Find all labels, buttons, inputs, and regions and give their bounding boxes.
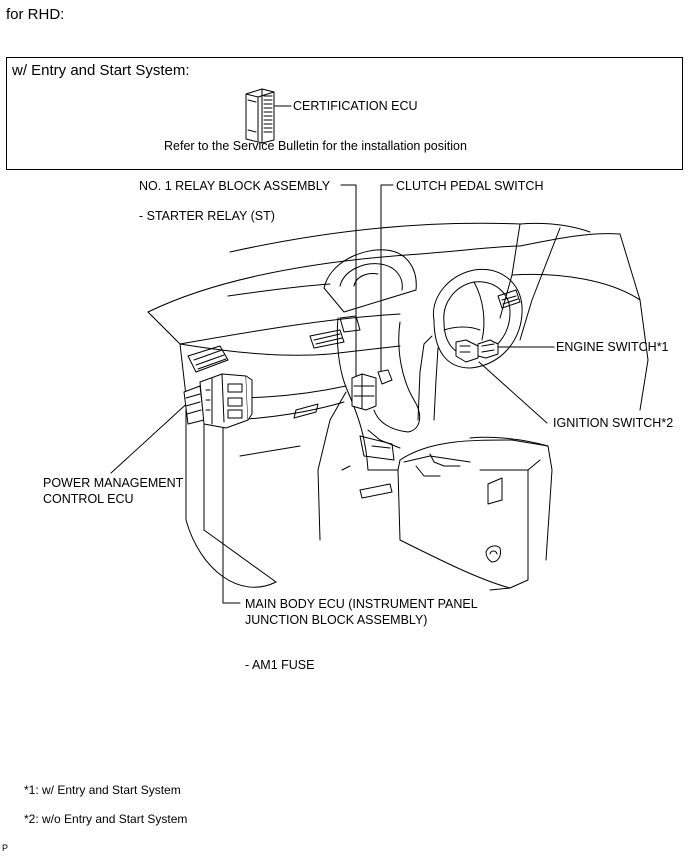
main-body-ecu-label-line1: MAIN BODY ECU (INSTRUMENT PANEL — [245, 597, 478, 611]
footnote-1: *1: w/ Entry and Start System — [24, 783, 181, 797]
main-body-ecu-label-line2: JUNCTION BLOCK ASSEMBLY) — [245, 613, 428, 627]
power-management-label-line2: CONTROL ECU — [43, 492, 134, 506]
certification-ecu-label: CERTIFICATION ECU — [293, 99, 418, 113]
windshield-outline — [148, 223, 620, 312]
relay-block-leader — [341, 185, 356, 377]
starter-relay-label: - STARTER RELAY (ST) — [139, 209, 275, 223]
glove-box — [232, 402, 392, 498]
ignition-switch-leader — [479, 362, 547, 423]
center-console — [318, 318, 552, 590]
switch-cluster — [456, 340, 498, 362]
corner-mark: P — [2, 843, 9, 853]
dashboard-top — [148, 284, 400, 587]
power-mgmt-leader — [111, 398, 193, 473]
certification-ecu-icon — [246, 89, 274, 143]
relay-block-label: NO. 1 RELAY BLOCK ASSEMBLY — [139, 179, 331, 193]
main-body-ecu-leader — [223, 427, 240, 603]
relay-block — [352, 370, 392, 410]
engine-switch-label: ENGINE SWITCH*1 — [556, 340, 669, 354]
entry-start-system-box — [6, 57, 683, 170]
clutch-switch-leader — [381, 185, 393, 376]
ignition-switch-label: IGNITION SWITCH*2 — [553, 416, 674, 430]
instrument-cluster — [324, 250, 416, 312]
main-body-ecu — [200, 374, 252, 428]
installation-note: Refer to the Service Bulletin for the in… — [164, 139, 467, 153]
entry-box-title: w/ Entry and Start System: — [12, 62, 190, 79]
air-vents — [188, 290, 520, 372]
footnote-2: *2: w/o Entry and Start System — [24, 812, 188, 826]
am1-fuse-label: - AM1 FUSE — [245, 658, 315, 672]
power-management-label-line1: POWER MANAGEMENT — [43, 476, 184, 490]
clutch-pedal-switch-label: CLUTCH PEDAL SWITCH — [396, 179, 544, 193]
page-heading: for RHD: — [6, 6, 65, 23]
